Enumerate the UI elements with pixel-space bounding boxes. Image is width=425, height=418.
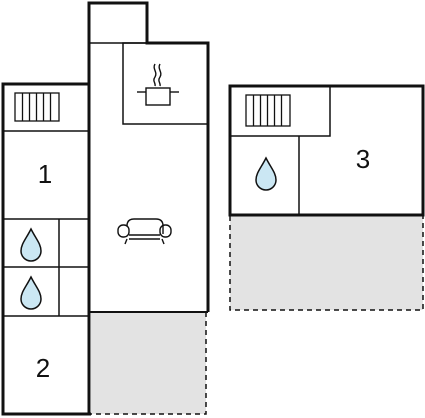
building-right xyxy=(228,84,425,217)
room-2-label: 2 xyxy=(36,353,50,383)
terrace-left xyxy=(91,312,207,415)
building-main xyxy=(1,1,210,416)
terrace-right xyxy=(229,216,424,311)
radiator-icon xyxy=(245,94,291,127)
radiator-icon xyxy=(14,92,60,122)
water-drop-icon xyxy=(20,275,42,310)
room-1-label: 1 xyxy=(38,159,52,189)
sofa-icon xyxy=(117,218,172,245)
room-3-label: 3 xyxy=(356,144,370,174)
water-drop-icon xyxy=(255,156,277,191)
water-drop-icon xyxy=(20,227,42,262)
cooking-pot-icon xyxy=(137,63,179,106)
